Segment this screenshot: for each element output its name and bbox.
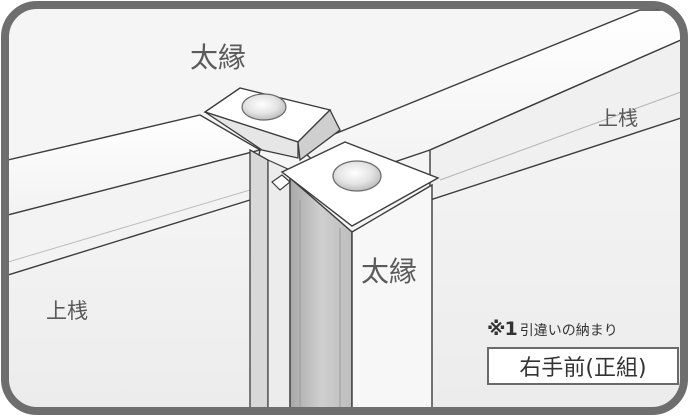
rear-cap-right bbox=[297, 108, 341, 162]
front-post-side bbox=[289, 176, 353, 408]
left-post-side bbox=[249, 148, 269, 408]
front-cap-knob bbox=[332, 160, 382, 192]
boxed-label: 右手前(正組) bbox=[487, 347, 679, 385]
label-top-rail-cap: 太縁 bbox=[190, 41, 247, 74]
rear-cap-knob bbox=[241, 93, 287, 121]
footnote-mark: ※1 bbox=[487, 318, 518, 340]
interlock-gap bbox=[267, 159, 291, 408]
right-rail-front bbox=[429, 38, 681, 201]
left-panel bbox=[8, 200, 250, 408]
label-top-rail-right: 上桟 bbox=[598, 106, 638, 130]
right-panel bbox=[430, 118, 681, 408]
label-front-post-cap: 太縁 bbox=[361, 255, 418, 288]
rear-cap-side bbox=[204, 111, 299, 159]
footnote-text: 引違いの納まり bbox=[519, 323, 618, 339]
front-post-front bbox=[351, 183, 433, 408]
label-top-rail-left: 上桟 bbox=[46, 299, 88, 323]
